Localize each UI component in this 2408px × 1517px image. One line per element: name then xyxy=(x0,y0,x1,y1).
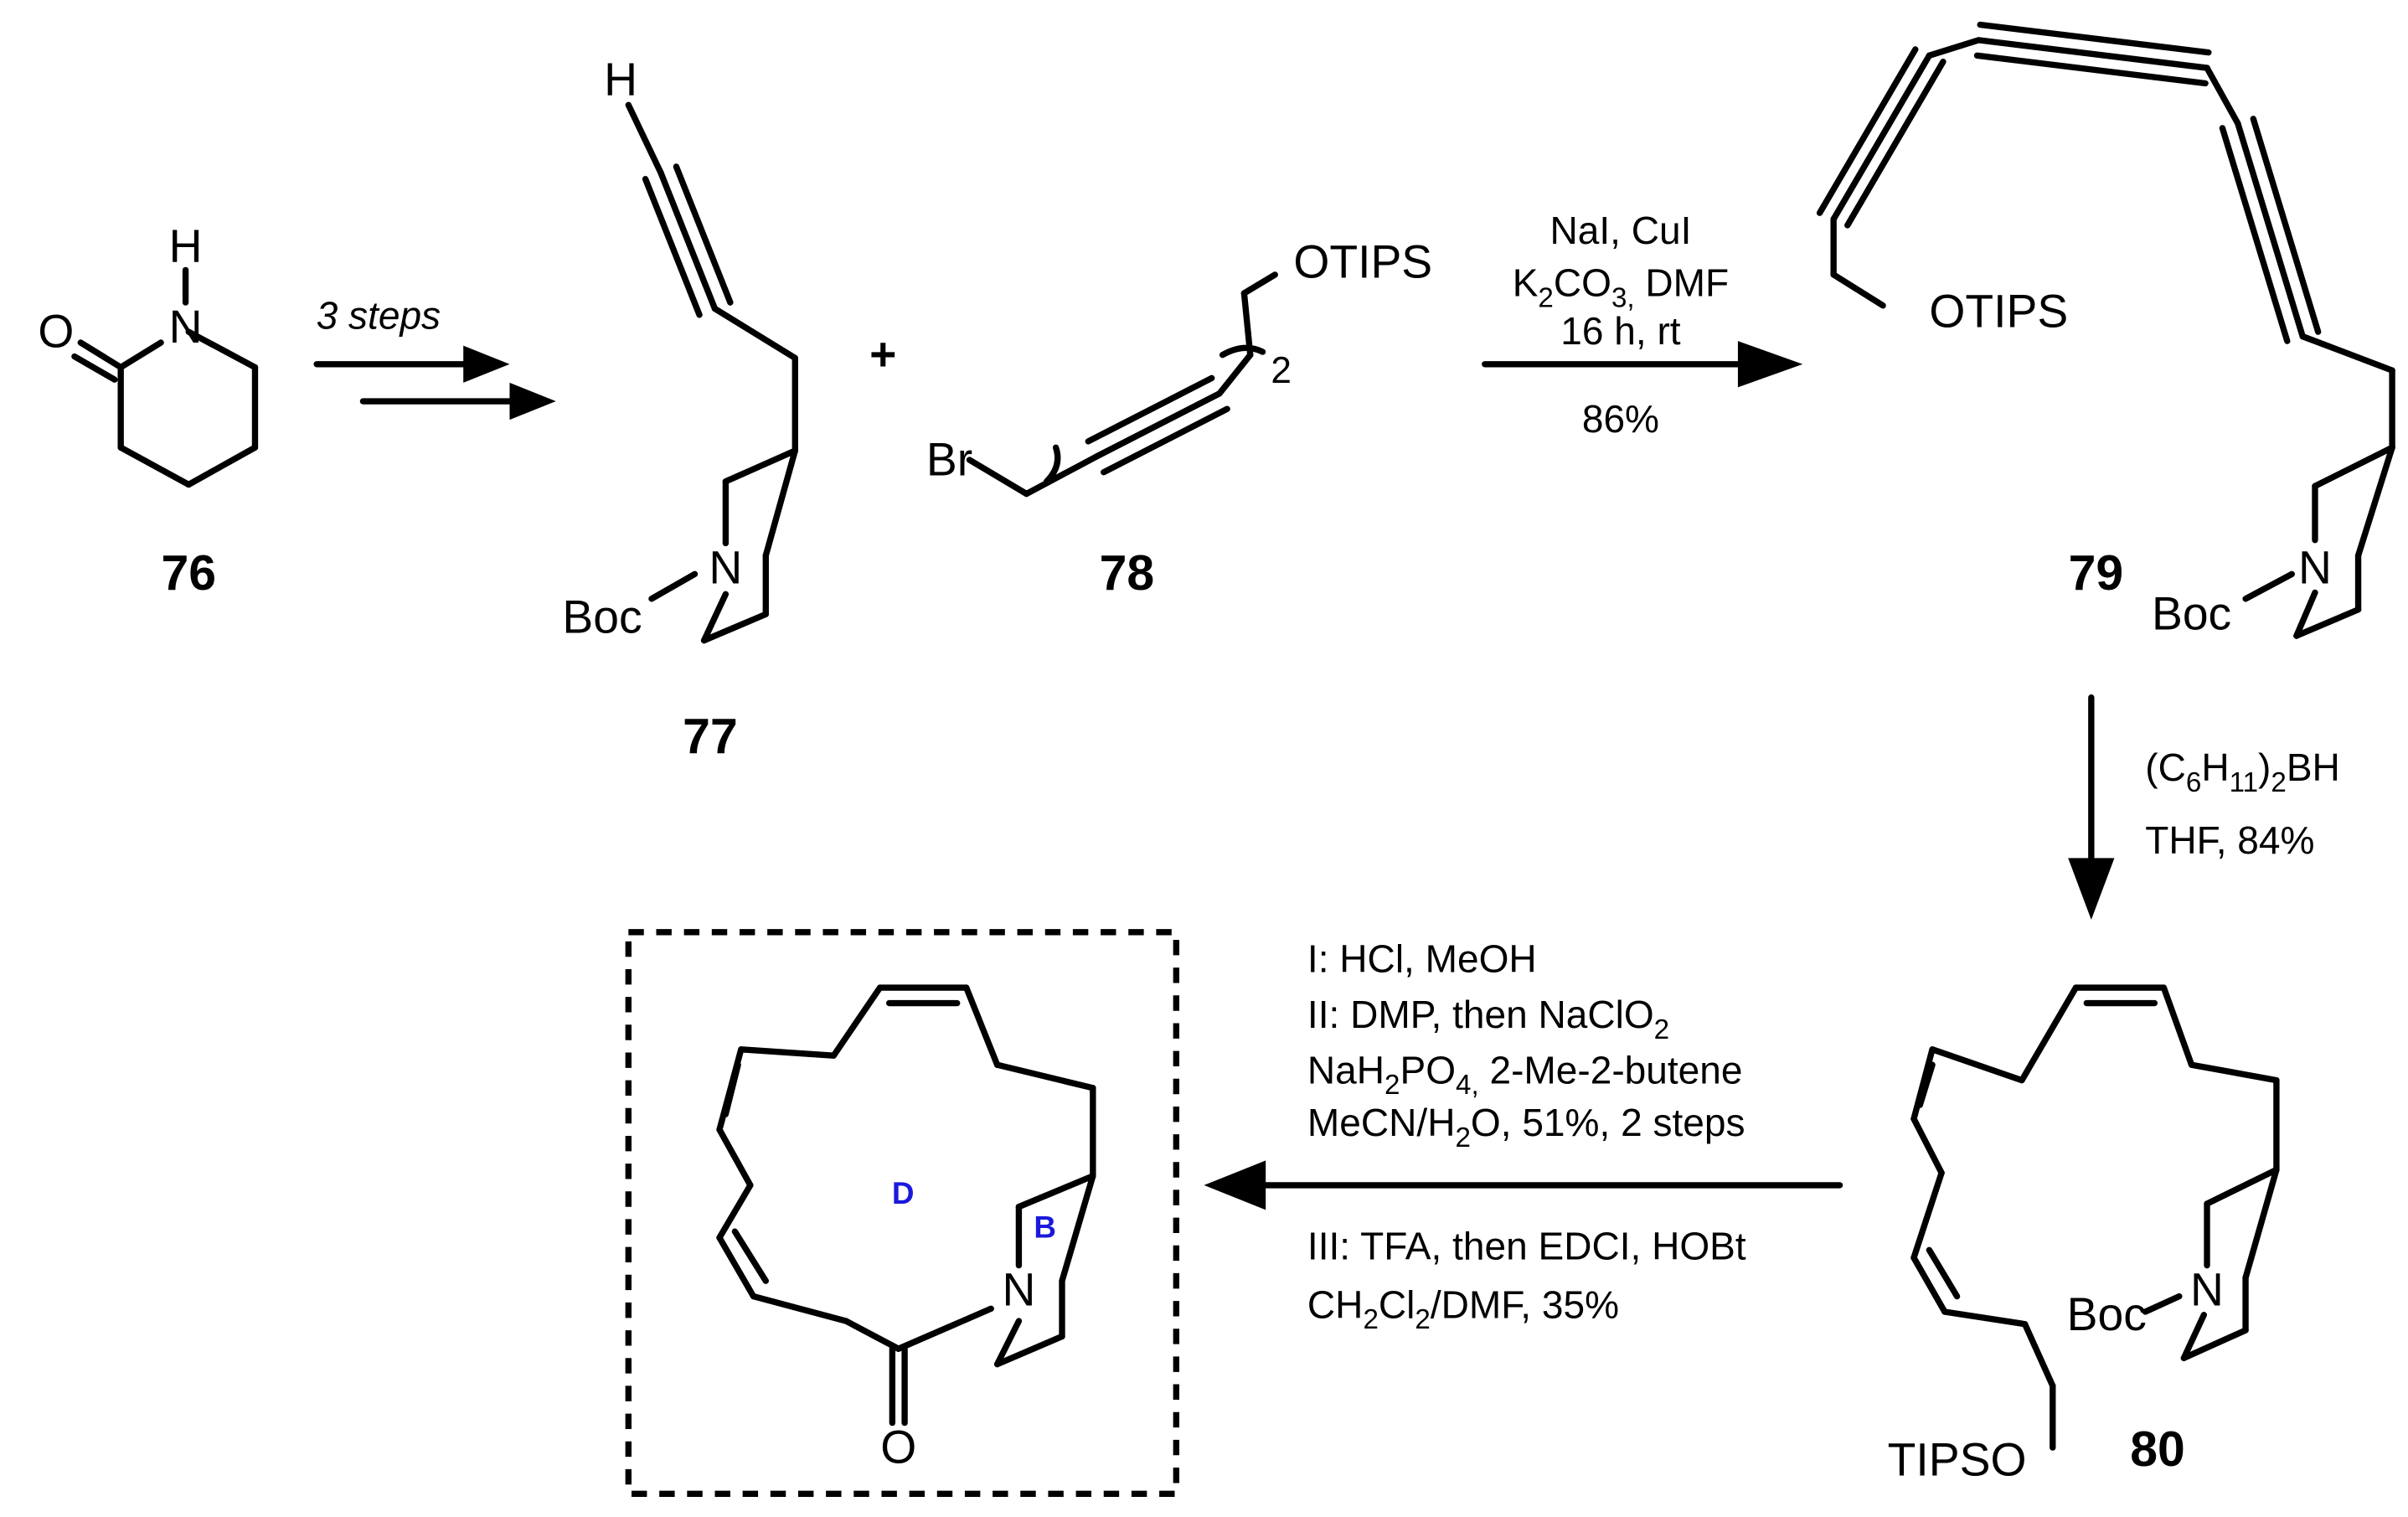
arrowhead-3-steps-upper xyxy=(463,345,510,383)
atom-br-78: Br xyxy=(926,433,972,485)
step-4-line-iii: NaH2PO4, 2-Me-2-butene xyxy=(1307,1048,1743,1101)
step-4-line-ii: II: DMP, then NaClO2 xyxy=(1307,993,1669,1045)
compound-label-77: 77 xyxy=(683,709,738,764)
compound-label-78: 78 xyxy=(1100,546,1155,601)
compound-79-structure xyxy=(1816,21,2395,639)
arrowhead-3-steps-lower xyxy=(509,382,556,421)
step-4-line-i: I: HCl, MeOH xyxy=(1307,937,1537,981)
atom-n-80: N xyxy=(2190,1264,2224,1316)
compound-label-80: 80 xyxy=(2130,1422,2185,1477)
step-4-line-v: III: TFA, then EDCI, HOBt xyxy=(1307,1224,1746,1267)
step-2-line-1: NaI, CuI xyxy=(1549,209,1691,252)
ring-label-d: D xyxy=(892,1176,915,1210)
boc-79: Boc xyxy=(2152,588,2231,640)
step-3-line-2: THF, 84% xyxy=(2145,818,2314,862)
compound-77-structure xyxy=(625,101,798,644)
step-1-label: 3 steps xyxy=(317,293,441,337)
product-macrocycle-structure xyxy=(716,984,1096,1427)
atom-o-product: O xyxy=(880,1422,916,1473)
atom-n-product: N xyxy=(1002,1264,1035,1316)
step-4-line-iv: MeCN/H2O, 51%, 2 steps xyxy=(1307,1101,1745,1153)
ring-label-b: B xyxy=(1034,1210,1056,1245)
atom-n-76: N xyxy=(169,301,203,353)
compound-label-76: 76 xyxy=(161,546,216,601)
step-2-yield: 86% xyxy=(1582,397,1659,441)
compound-78-structure xyxy=(966,271,1278,498)
tipso-80: TIPSO xyxy=(1888,1433,2027,1485)
arrow-3-steps xyxy=(313,361,516,405)
step-2-line-3: 16 h, rt xyxy=(1560,309,1681,353)
step-4-line-vi: CH2Cl2/DMF, 35% xyxy=(1307,1282,1619,1335)
arrowhead-step-4 xyxy=(1204,1160,1266,1210)
step-3-line-1: (C6H11)2BH xyxy=(2145,746,2339,798)
atom-h-76: H xyxy=(169,220,203,272)
compound-80-structure xyxy=(1910,984,2280,1451)
plus-sign: + xyxy=(869,328,896,380)
atom-n-79: N xyxy=(2298,541,2332,593)
otips-79: OTIPS xyxy=(1929,286,2068,338)
compound-76-structure xyxy=(71,266,259,488)
atom-o-76: O xyxy=(38,306,74,358)
boc-80: Boc xyxy=(2067,1288,2147,1340)
atom-n-77: N xyxy=(709,541,742,593)
arrowhead-step-2 xyxy=(1737,341,1803,388)
subscript-2-78: 2 xyxy=(1271,350,1292,391)
compound-label-79: 79 xyxy=(2069,546,2124,601)
boc-77: Boc xyxy=(562,591,642,642)
step-2-line-2: K2CO3, DMF xyxy=(1513,261,1729,314)
atom-h-77: H xyxy=(604,54,637,106)
otips-78: OTIPS xyxy=(1293,236,1432,288)
arrowhead-step-3 xyxy=(2068,858,2115,921)
